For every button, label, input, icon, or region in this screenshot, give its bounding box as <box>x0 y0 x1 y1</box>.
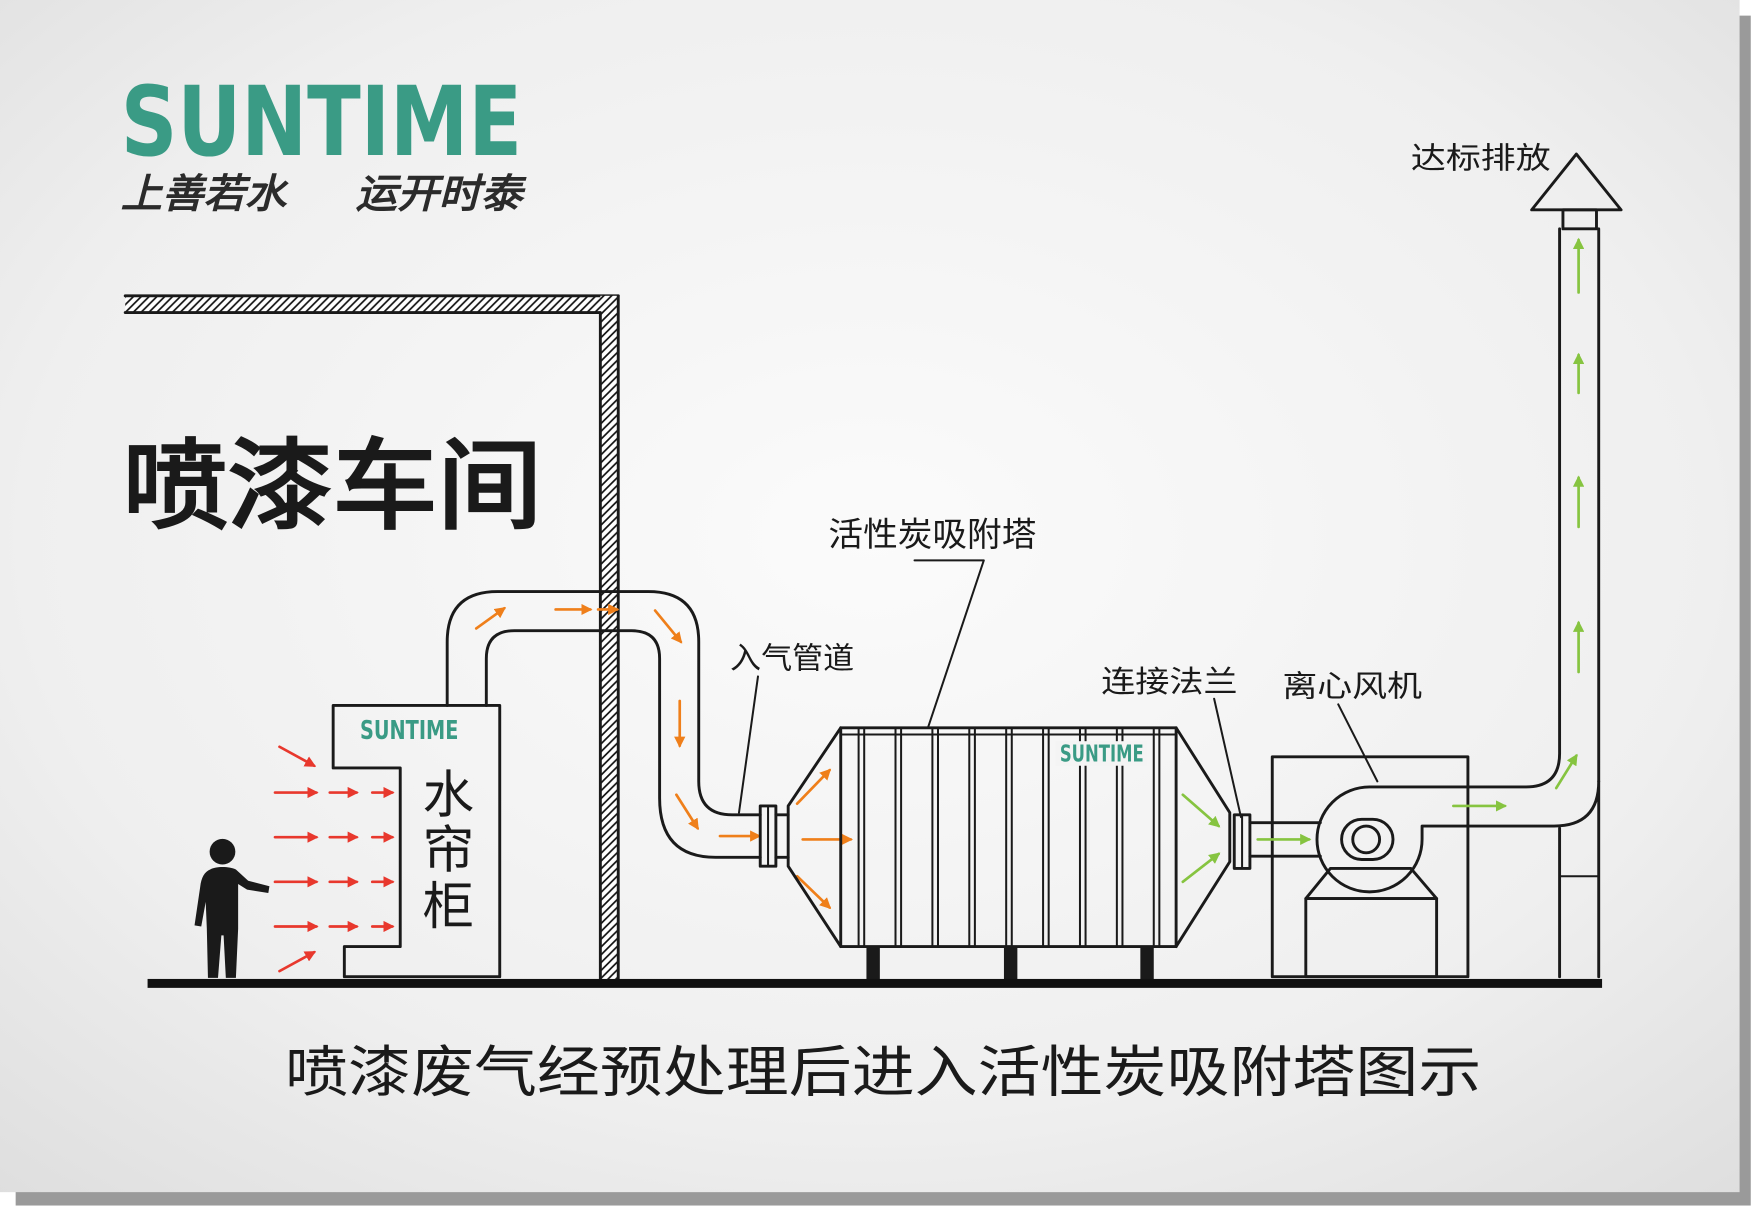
fan-hub <box>1351 824 1382 855</box>
logo-slogan-right: 运开时泰 <box>356 171 528 218</box>
tower-slat <box>857 726 866 948</box>
clean-air-arrow <box>1554 753 1578 790</box>
exhaust-air-arrow <box>795 874 832 910</box>
water-curtain-cabinet: SUNTIME 水 帘 柜 <box>331 704 502 979</box>
tower-slat <box>968 726 976 948</box>
rain-cap-icon <box>1530 152 1623 212</box>
carbon-tower: SUNTIME <box>786 726 1232 981</box>
raw-air-arrow <box>278 745 317 768</box>
clean-air-arrows <box>1181 237 1585 884</box>
centrifugal-fan <box>1270 755 1470 979</box>
clean-air-arrow <box>1181 793 1221 828</box>
duct-inner-wall <box>484 629 762 859</box>
fan-volute <box>1315 785 1470 894</box>
flange-leader <box>1213 697 1242 819</box>
workshop-ceiling <box>125 295 619 313</box>
cabinet-logo: SUNTIME <box>360 716 458 746</box>
duct-outer-wall <box>445 590 762 817</box>
raw-air-arrows <box>273 745 395 973</box>
logo-slogan-left: 上善若水 <box>121 171 289 218</box>
tower-logo: SUNTIME <box>1060 739 1144 767</box>
workshop-label: 喷漆车间 <box>123 430 542 544</box>
stack-right-wall <box>1466 779 1601 979</box>
carbon-tower-label: 活性炭吸附塔 <box>828 515 1036 554</box>
tower-outlet-cone <box>1174 726 1232 949</box>
tower-slat <box>1152 726 1161 948</box>
floor-line <box>147 978 1603 988</box>
exhaust-stack <box>1466 152 1623 979</box>
tower-leg <box>866 946 880 981</box>
discharge-label: 达标排放 <box>1411 142 1551 177</box>
fan-motor-base <box>1304 897 1439 979</box>
workshop-wall <box>600 295 619 979</box>
fan-impeller <box>1340 817 1395 861</box>
fan-label: 离心风机 <box>1282 670 1422 705</box>
person-silhouette-icon <box>194 838 270 978</box>
tower-slat <box>894 726 903 948</box>
exhaust-air-arrows <box>474 603 854 910</box>
tower-slats <box>857 726 1161 948</box>
fan-leader <box>1337 703 1379 783</box>
diagram-caption: 喷漆废气经预处理后进入活性炭吸附塔图示 <box>285 1041 1481 1106</box>
fan-connection-duct <box>1248 821 1322 858</box>
cabinet-label-char: 帘 <box>423 820 474 880</box>
tower-slat <box>1005 726 1013 948</box>
tower-leg <box>1140 946 1154 981</box>
inlet-flange <box>758 804 790 868</box>
raw-air-arrow <box>278 950 317 973</box>
brand-logo: SUNTIME 上善若水 运开时泰 <box>121 66 527 217</box>
outlet-flange <box>1232 813 1252 870</box>
person-body <box>194 867 270 978</box>
stack-left-wall <box>1466 227 1562 789</box>
cabinet-label-char: 柜 <box>423 877 474 937</box>
inlet-duct <box>445 590 762 859</box>
inlet-duct-label: 入气管道 <box>730 642 854 677</box>
workshop-enclosure <box>123 294 620 981</box>
carbon-tower-leader <box>913 559 985 729</box>
card-background <box>0 0 1740 1193</box>
exhaust-air-arrow <box>675 793 699 831</box>
tower-inlet-cone <box>786 726 843 949</box>
logo-wordmark: SUNTIME <box>121 66 522 178</box>
exhaust-air-arrow <box>474 607 507 630</box>
tower-slat <box>1042 726 1050 948</box>
cabinet-label-char: 水 <box>423 766 474 826</box>
inlet-duct-leader <box>737 675 759 814</box>
tower-slat <box>931 726 939 948</box>
tower-leg <box>1003 946 1018 981</box>
person-head <box>209 838 236 865</box>
tower-logo-plate <box>1055 741 1148 766</box>
clean-air-arrow <box>1181 852 1221 884</box>
exhaust-air-arrow <box>795 768 832 806</box>
cabinet-outline <box>331 704 502 979</box>
exhaust-air-arrow <box>653 609 683 644</box>
flange-label: 连接法兰 <box>1101 665 1237 700</box>
